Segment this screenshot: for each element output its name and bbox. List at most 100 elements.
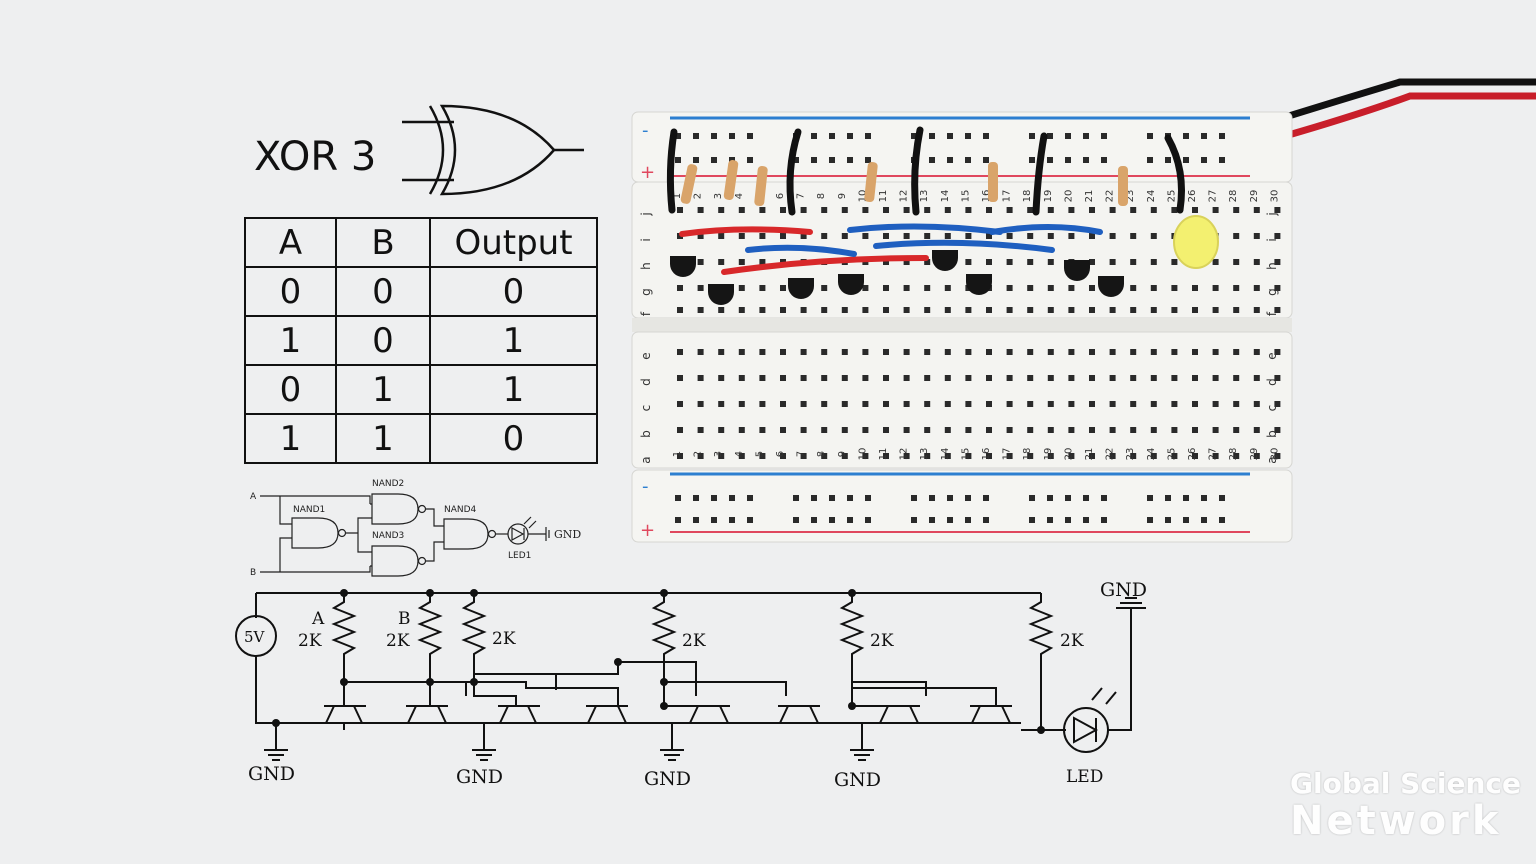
breadboard-hole xyxy=(986,259,992,265)
breadboard-hole xyxy=(1212,259,1219,265)
breadboard-hole xyxy=(924,375,931,381)
cell-output: 0 xyxy=(429,266,598,317)
breadboard-hole xyxy=(693,133,699,139)
breadboard-hole xyxy=(821,453,828,459)
breadboard-hole xyxy=(1083,133,1089,139)
breadboard-hole xyxy=(1083,495,1089,501)
breadboard-hole xyxy=(1109,207,1116,213)
column-number: 3 xyxy=(713,451,724,457)
breadboard-hole xyxy=(911,133,917,139)
breadboard-hole xyxy=(829,495,835,501)
breadboard-hole xyxy=(1253,375,1260,381)
resistor-label: 2K xyxy=(298,631,322,651)
cell-b: 1 xyxy=(335,413,431,464)
breadboard-hole xyxy=(1068,207,1075,213)
breadboard-hole xyxy=(1150,453,1157,459)
cell-a: 0 xyxy=(244,266,337,317)
nand3-label: NAND3 xyxy=(372,531,404,541)
breadboard-hole xyxy=(1233,207,1240,213)
transistors xyxy=(670,250,1124,305)
breadboard-hole xyxy=(944,427,951,433)
breadboard-hole xyxy=(883,233,889,239)
breadboard-hole xyxy=(1109,259,1116,265)
breadboard-hole xyxy=(1150,259,1157,265)
breadboard-hole xyxy=(718,233,725,239)
column-number: 8 xyxy=(816,193,827,199)
breadboard-hole xyxy=(1219,495,1225,501)
header-a: A xyxy=(244,217,337,268)
breadboard-hole xyxy=(862,307,869,313)
breadboard-hole xyxy=(759,307,766,313)
breadboard-hole xyxy=(1068,285,1075,291)
breadboard-hole xyxy=(800,349,807,355)
breadboard-hole xyxy=(862,349,869,355)
breadboard-hole xyxy=(1130,349,1137,355)
breadboard-hole xyxy=(1083,157,1089,163)
row-letter: b xyxy=(1265,430,1279,438)
breadboard-hole xyxy=(780,349,786,355)
breadboard-hole xyxy=(924,207,931,213)
breadboard-hole xyxy=(738,259,745,265)
breadboard-hole xyxy=(675,133,681,139)
nand2-label: NAND2 xyxy=(372,479,404,489)
breadboard-hole xyxy=(1253,307,1260,313)
breadboard-hole xyxy=(718,401,725,407)
logic-gnd-label: GND xyxy=(554,528,581,541)
column-number: 21 xyxy=(1084,190,1095,203)
breadboard-hole xyxy=(903,207,910,213)
breadboard-hole xyxy=(811,517,817,523)
breadboard-hole xyxy=(747,517,753,523)
breadboard-hole xyxy=(1150,375,1157,381)
breadboard-hole xyxy=(1047,517,1053,523)
breadboard-hole xyxy=(1212,349,1219,355)
breadboard-hole xyxy=(821,375,828,381)
breadboard-hole xyxy=(1171,349,1178,355)
column-number: 20 xyxy=(1063,190,1074,203)
breadboard-hole xyxy=(800,375,807,381)
breadboard-hole xyxy=(780,307,786,313)
breadboard-hole xyxy=(1006,233,1013,239)
breadboard-hole xyxy=(1047,157,1053,163)
cell-output: 0 xyxy=(429,413,598,464)
ground-label: GND xyxy=(1100,579,1147,601)
wire-black xyxy=(786,128,802,216)
column-number: 1 xyxy=(672,451,683,457)
breadboard-hole xyxy=(929,495,935,501)
breadboard-hole xyxy=(759,401,766,407)
bottom-power-rail xyxy=(631,469,1293,543)
breadboard-hole xyxy=(862,285,869,291)
breadboard-hole xyxy=(1192,349,1198,355)
column-number: 24 xyxy=(1146,190,1157,203)
breadboard-hole xyxy=(903,401,910,407)
column-number: 28 xyxy=(1228,190,1239,203)
column-number: 13 xyxy=(919,190,930,203)
breadboard-hole xyxy=(1253,349,1260,355)
breadboard-hole xyxy=(965,495,971,501)
breadboard-hole xyxy=(1006,307,1013,313)
breadboard-hole xyxy=(1109,349,1116,355)
breadboard-hole xyxy=(759,375,766,381)
rail-minus-label: - xyxy=(642,476,649,497)
breadboard-hole xyxy=(780,453,786,459)
breadboard-hole xyxy=(865,133,871,139)
column-number: 26 xyxy=(1187,448,1198,461)
breadboard-hole xyxy=(1065,517,1071,523)
breadboard-hole xyxy=(697,307,704,313)
breadboard-hole xyxy=(759,259,766,265)
row-letter: f xyxy=(639,311,653,316)
breadboard-hole xyxy=(738,207,745,213)
breadboard-hole xyxy=(1047,259,1054,265)
breadboard-hole xyxy=(738,307,745,313)
breadboard-hole xyxy=(1233,401,1240,407)
breadboard-hole xyxy=(924,307,931,313)
breadboard-hole xyxy=(697,401,704,407)
breadboard-hole xyxy=(1089,401,1095,407)
resistor-a xyxy=(331,593,357,682)
row-letter: b xyxy=(639,430,653,438)
breadboard-hole xyxy=(800,233,807,239)
breadboard-hole xyxy=(821,307,828,313)
table-row: 0 1 1 xyxy=(244,364,598,415)
breadboard-hole xyxy=(847,133,853,139)
cell-output: 1 xyxy=(429,364,598,415)
breadboard-hole xyxy=(738,427,745,433)
